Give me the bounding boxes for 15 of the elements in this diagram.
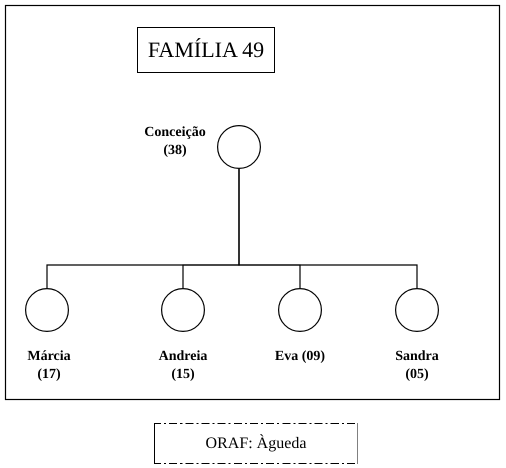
- person-name-label: Sandra (05): [394, 348, 440, 383]
- family-title: FAMÍLIA 49: [148, 37, 264, 63]
- person-name-label: Márcia (17): [26, 348, 72, 383]
- person-circle: [217, 125, 261, 169]
- person-circle: [25, 288, 69, 332]
- person-circle: [161, 288, 205, 332]
- person-name-label: Conceição (38): [143, 124, 207, 159]
- person-circle: [278, 288, 322, 332]
- person-circle: [395, 288, 439, 332]
- note-box: [154, 423, 358, 464]
- note-text: ORAF: Àgueda: [206, 434, 306, 452]
- person-name-label: Eva (09): [274, 348, 326, 366]
- connector-line: [238, 169, 418, 288]
- person-name-label: Andreia (15): [158, 348, 208, 383]
- title-box: [137, 27, 275, 73]
